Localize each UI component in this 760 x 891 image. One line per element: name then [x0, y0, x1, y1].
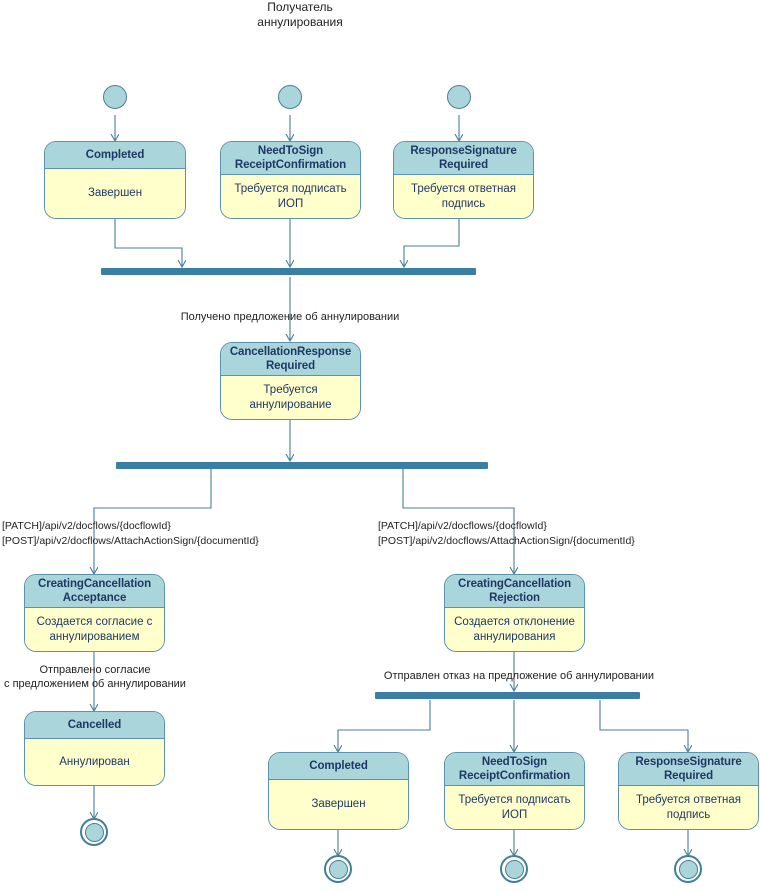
final-state-needtosign-bottom-inner — [504, 859, 524, 879]
api-label-left: [PATCH]/api/v2/docflows/{docflowId} [POS… — [2, 520, 259, 547]
state-needtosign-bottom[interactable]: NeedToSign ReceiptConfirmation Требуется… — [444, 752, 585, 830]
api-label-right: [PATCH]/api/v2/docflows/{docflowId} [POS… — [378, 520, 635, 547]
state-needtosign-bottom-description: Требуется подписать ИОП — [445, 786, 584, 829]
state-completed-bottom[interactable]: Completed Завершен — [268, 752, 409, 830]
final-state-responsesignature-bottom — [674, 855, 702, 883]
state-responsesignature-bottom[interactable]: ResponseSignature Required Требуется отв… — [618, 752, 759, 830]
state-creating-cancellation-acceptance-description: Создается согласие с аннулированием — [25, 608, 164, 651]
initial-state-needtosign — [278, 85, 302, 109]
initial-state-completed — [103, 85, 127, 109]
state-completed-top[interactable]: Completed Завершен — [44, 141, 186, 219]
state-creating-cancellation-acceptance-name: CreatingCancellation Acceptance — [25, 575, 164, 608]
state-creating-cancellation-rejection[interactable]: CreatingCancellation Rejection Создается… — [444, 574, 585, 652]
state-responsesignature-top-description: Требуется ответная подпись — [394, 175, 533, 218]
state-cancellationresponse-required-name: CancellationResponse Required — [221, 343, 360, 376]
state-completed-top-description: Завершен — [45, 169, 185, 218]
label-rejection-sent: Отправлен отказ на предложение об аннули… — [383, 670, 655, 682]
final-state-completed-bottom-inner — [328, 859, 348, 879]
state-completed-bottom-name: Completed — [269, 753, 408, 780]
state-creating-cancellation-rejection-name: CreatingCancellation Rejection — [445, 575, 584, 608]
state-cancelled-description: Аннулирован — [25, 739, 164, 785]
initial-state-responsesignature — [447, 85, 471, 109]
state-cancelled-name: Cancelled — [25, 712, 164, 739]
final-state-completed-bottom — [324, 855, 352, 883]
state-responsesignature-bottom-description: Требуется ответная подпись — [619, 786, 758, 829]
label-acceptance-sent: Отправлено согласие с предложением об ан… — [4, 664, 186, 690]
state-responsesignature-top[interactable]: ResponseSignature Required Требуется отв… — [393, 141, 534, 219]
state-cancelled[interactable]: Cancelled Аннулирован — [24, 711, 165, 786]
state-creating-cancellation-rejection-description: Создается отклонение аннулирования — [445, 608, 584, 651]
final-state-cancelled-inner — [84, 822, 104, 842]
fork-bar-3 — [375, 692, 640, 699]
label-cancellation-offer-received: Получено предложение об аннулировании — [180, 311, 400, 323]
state-cancellationresponse-required[interactable]: CancellationResponse Required Требуется … — [220, 342, 361, 420]
state-completed-top-name: Completed — [45, 142, 185, 169]
state-needtosign-top-description: Требуется подписать ИОП — [221, 175, 360, 218]
state-completed-bottom-description: Завершен — [269, 780, 408, 829]
state-needtosign-top-name: NeedToSign ReceiptConfirmation — [221, 142, 360, 175]
final-state-needtosign-bottom — [500, 855, 528, 883]
final-state-responsesignature-bottom-inner — [678, 859, 698, 879]
state-needtosign-bottom-name: NeedToSign ReceiptConfirmation — [445, 753, 584, 786]
state-creating-cancellation-acceptance[interactable]: CreatingCancellation Acceptance Создаетс… — [24, 574, 165, 652]
state-cancellationresponse-required-description: Требуется аннулирование — [221, 376, 360, 419]
diagram-title: Получатель аннулирования — [257, 0, 343, 29]
state-responsesignature-bottom-name: ResponseSignature Required — [619, 753, 758, 786]
state-responsesignature-top-name: ResponseSignature Required — [394, 142, 533, 175]
join-bar-1 — [101, 268, 476, 275]
state-needtosign-top[interactable]: NeedToSign ReceiptConfirmation Требуется… — [220, 141, 361, 219]
final-state-cancelled — [80, 818, 108, 846]
fork-bar-2 — [116, 462, 488, 469]
